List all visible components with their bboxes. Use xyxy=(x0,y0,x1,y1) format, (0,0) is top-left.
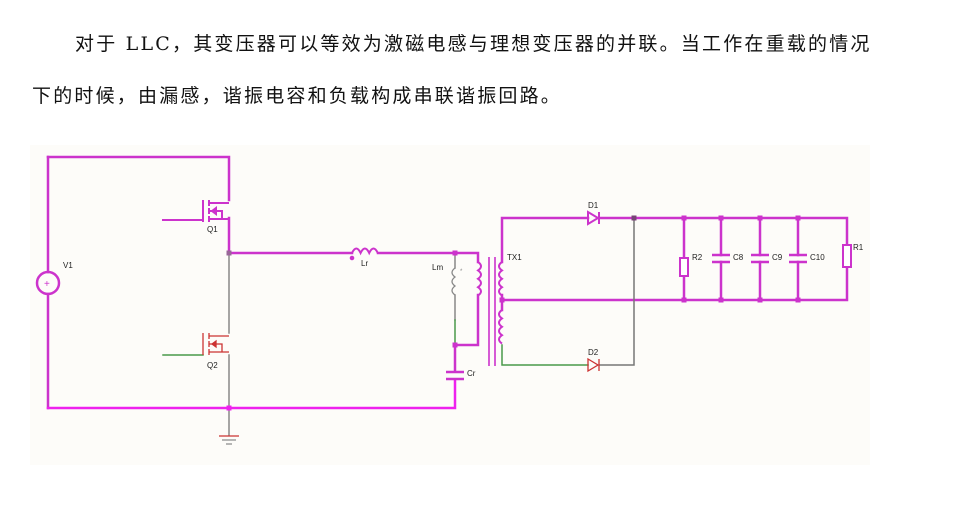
lr-inductor xyxy=(349,247,379,261)
lm-dot-marker: * xyxy=(460,269,463,275)
node-lm-bottom xyxy=(452,342,458,348)
node-d1-out xyxy=(631,215,637,221)
ground-icon xyxy=(219,435,239,445)
d1-diode xyxy=(587,210,600,226)
node-c8-bottom xyxy=(718,297,724,303)
wire-bottom-rail xyxy=(46,378,457,410)
paragraph-line-2: 下的时候，由漏感，谐振电容和负载构成串联谐振回路。 xyxy=(32,85,563,107)
lr-label: Lr xyxy=(361,259,368,268)
r2-label: R2 xyxy=(692,253,703,262)
tx1-primary-winding xyxy=(476,261,482,297)
node-r2-top xyxy=(681,215,687,221)
r1-resistor xyxy=(842,244,852,268)
schematic-background xyxy=(30,145,870,465)
node-c8-top xyxy=(718,215,724,221)
v1-source: + xyxy=(35,270,61,296)
node-r2-bottom xyxy=(681,297,687,303)
lm-label: Lm xyxy=(432,263,443,272)
c9-capacitor xyxy=(751,253,769,264)
tx1-transformer xyxy=(476,257,504,366)
d1-label: D1 xyxy=(588,201,599,210)
q2-mosfet xyxy=(202,333,229,355)
v1-label: V1 xyxy=(63,261,73,270)
cr-capacitor xyxy=(446,370,464,381)
node-lm-top xyxy=(452,250,458,256)
node-ground xyxy=(226,405,232,411)
tx1-secondary-winding-top xyxy=(498,261,504,297)
wire-sec-top xyxy=(500,216,590,264)
tx1-label: TX1 xyxy=(507,253,522,262)
c9-label: C9 xyxy=(772,253,783,262)
c10-label: C10 xyxy=(810,253,825,262)
q1-mosfet xyxy=(202,200,229,222)
q2-label: Q2 xyxy=(207,361,218,370)
node-center-tap xyxy=(499,297,505,303)
d2-label: D2 xyxy=(588,348,599,357)
wire-primary-bottom xyxy=(453,293,480,347)
cr-label: Cr xyxy=(467,369,476,378)
paragraph-line-1: 对于 LLC，其变压器可以等效为激磁电感与理想变压器的并联。当工作在重载的情况 xyxy=(75,33,872,55)
node-midpoint xyxy=(226,250,232,256)
node-c9-top xyxy=(757,215,763,221)
q1-label: Q1 xyxy=(207,225,218,234)
wire-d2-return xyxy=(599,217,635,366)
junction-nodes xyxy=(226,215,801,411)
node-c10-top xyxy=(795,215,801,221)
node-c9-bottom xyxy=(757,297,763,303)
d2-diode xyxy=(587,357,600,373)
c8-capacitor xyxy=(712,253,730,264)
tx1-secondary-winding-bottom xyxy=(498,309,504,345)
r2-resistor xyxy=(679,257,689,277)
node-c10-bottom xyxy=(795,297,801,303)
tx1-core xyxy=(488,257,496,366)
plus-icon: + xyxy=(44,279,50,290)
wire-top-rail xyxy=(46,155,231,202)
wire-output-bottom-rail xyxy=(500,266,849,302)
c8-label: C8 xyxy=(733,253,744,262)
wire-lr-to-primary xyxy=(376,251,480,264)
c10-capacitor xyxy=(789,253,807,264)
r1-label: R1 xyxy=(853,243,864,252)
lm-inductor xyxy=(451,267,457,296)
wire-sec-bottom xyxy=(501,344,589,366)
